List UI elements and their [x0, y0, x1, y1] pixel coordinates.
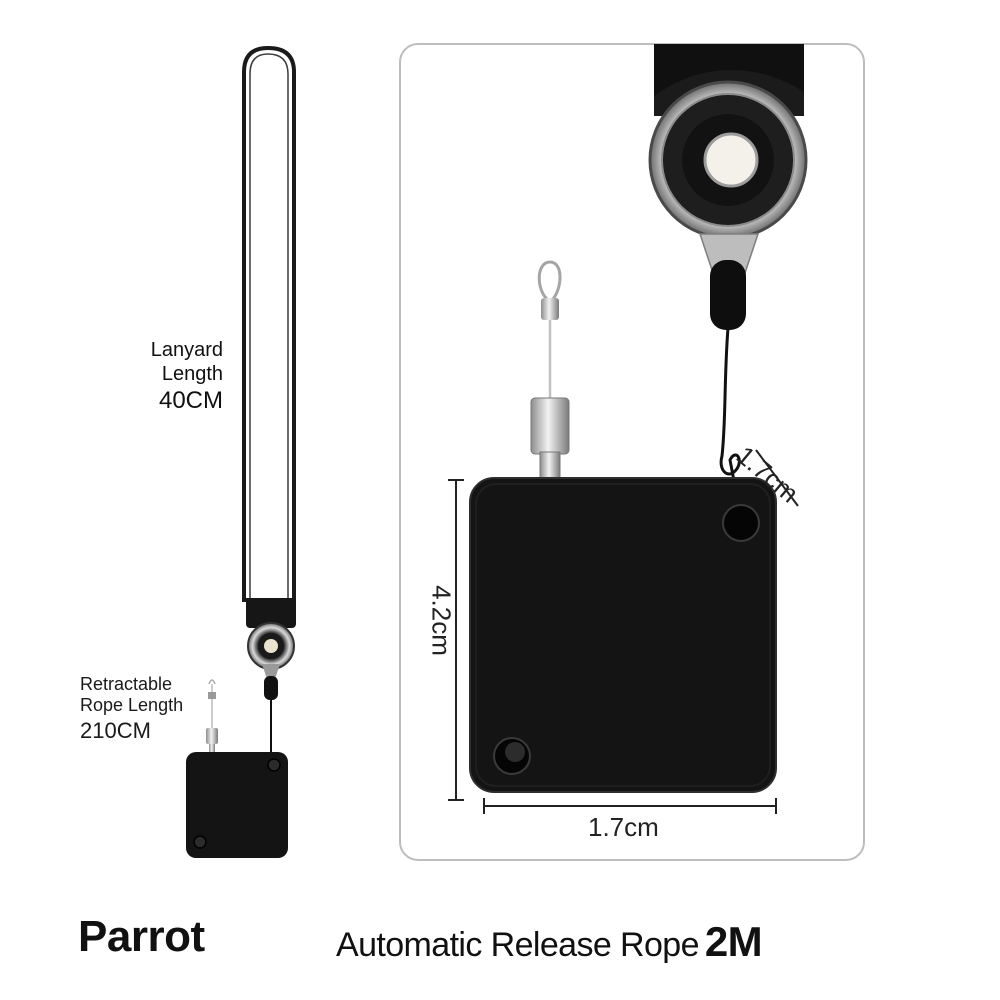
- device-hole-top: [722, 504, 760, 542]
- product-name: Automatic Release Rope: [336, 926, 700, 964]
- lanyard-length-value: 40CM: [158, 387, 223, 414]
- product-size: 2M: [704, 918, 763, 965]
- detail-view: [448, 44, 808, 814]
- dimension-width-text: 1.7cm: [588, 812, 659, 842]
- brand-name: Parrot: [78, 912, 205, 961]
- lanyard-label-line2: Length: [161, 363, 223, 385]
- device-large: [469, 477, 777, 793]
- retractable-label-line1: Retractable: [80, 674, 173, 694]
- retractable-length-value: 210CM: [80, 718, 151, 744]
- dimension-height-text: 4.2cm: [426, 585, 457, 656]
- dimension-width-line: [483, 798, 777, 814]
- lanyard-length-label: Lanyard Length 40CM: [105, 338, 223, 416]
- dimension-height-line: [448, 479, 464, 801]
- retractable-length-label: Retractable Rope Length 210CM: [80, 674, 230, 744]
- dimension-depth-line: [755, 449, 799, 507]
- lanyard-strap: [242, 45, 296, 602]
- device-small: [186, 752, 288, 858]
- lanyard-label-line1: Lanyard: [150, 339, 223, 361]
- retractable-label-line2: Rope Length: [80, 694, 184, 715]
- lanyard-overview: [186, 45, 296, 858]
- lanyard-clasp: [246, 598, 296, 628]
- stopper: [530, 397, 570, 455]
